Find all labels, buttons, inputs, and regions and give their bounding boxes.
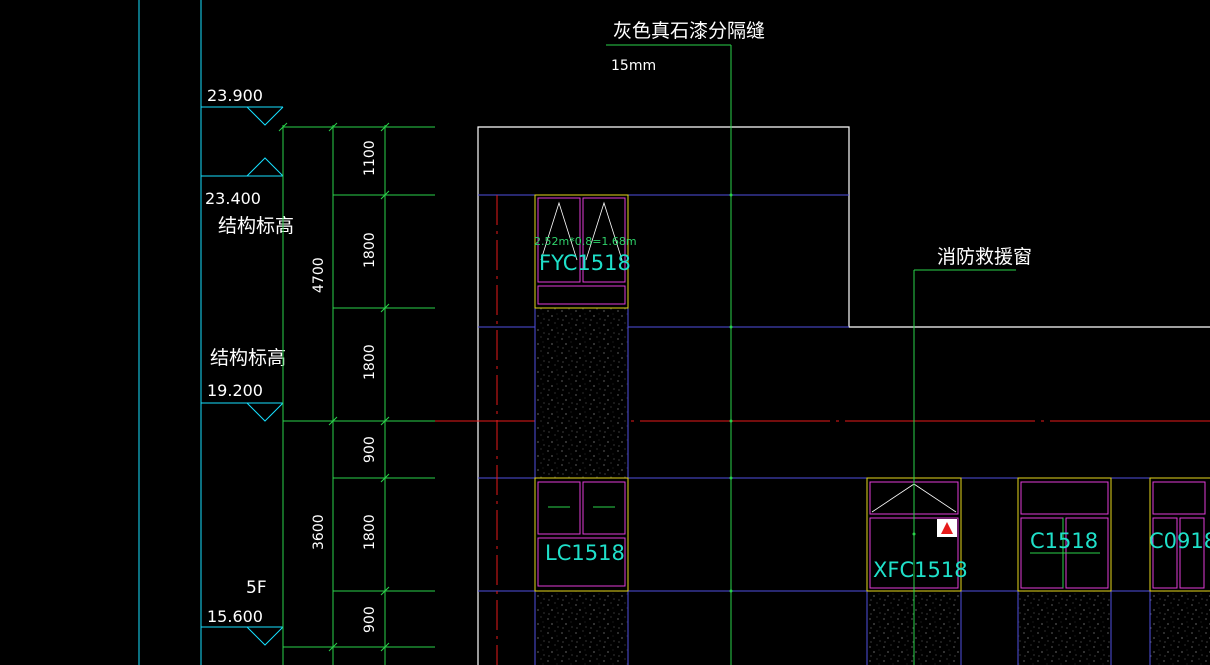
fire-window-note: 消防救援窗 (937, 246, 1032, 268)
dim-900-a: 900 (362, 436, 378, 463)
left-axis-lines (138, 0, 202, 665)
c0918-label: C0918 (1149, 529, 1210, 553)
window-c0918[interactable] (1149, 477, 1210, 592)
c1518-label: C1518 (1030, 529, 1098, 553)
level-23900-value: 23.900 (207, 86, 263, 105)
level-23400-label: 结构标高 (218, 215, 294, 237)
fyc-area-note: 2.52m*0.8=1.68m (534, 235, 637, 248)
dim-1100: 1100 (362, 140, 378, 176)
level-19200-label: 结构标高 (210, 347, 286, 369)
level-marks (201, 106, 284, 646)
fyc-label: FYC1518 (539, 251, 631, 275)
lc-label: LC1518 (545, 541, 625, 565)
dim-1800-b: 1800 (362, 344, 378, 380)
dim-1800-a: 1800 (362, 232, 378, 268)
level-19200-value: 19.200 (207, 381, 263, 400)
dim-1800-c: 1800 (362, 514, 378, 550)
dim-total-lower: 3600 (311, 514, 327, 550)
leader-dots (729, 193, 916, 593)
level-23400-value: 23.400 (205, 189, 261, 208)
stone-panels (535, 308, 1210, 665)
floor-label: 5F (246, 578, 267, 598)
dim-900-b: 900 (362, 606, 378, 633)
top-note: 灰色真石漆分隔缝 (613, 20, 765, 42)
top-note-size: 15mm (611, 58, 656, 74)
dim-total-upper: 4700 (311, 257, 327, 293)
building-outline (477, 126, 1210, 665)
warning-triangle-icon[interactable] (937, 519, 957, 537)
xfc-label: XFC1518 (873, 558, 968, 582)
panel-borders (534, 308, 1151, 665)
window-fyc1518[interactable] (534, 194, 629, 309)
dimension-lines (278, 122, 435, 665)
level-15600-value: 15.600 (207, 607, 263, 626)
window-lc1518[interactable] (534, 477, 629, 592)
leader-lines (606, 44, 1016, 665)
